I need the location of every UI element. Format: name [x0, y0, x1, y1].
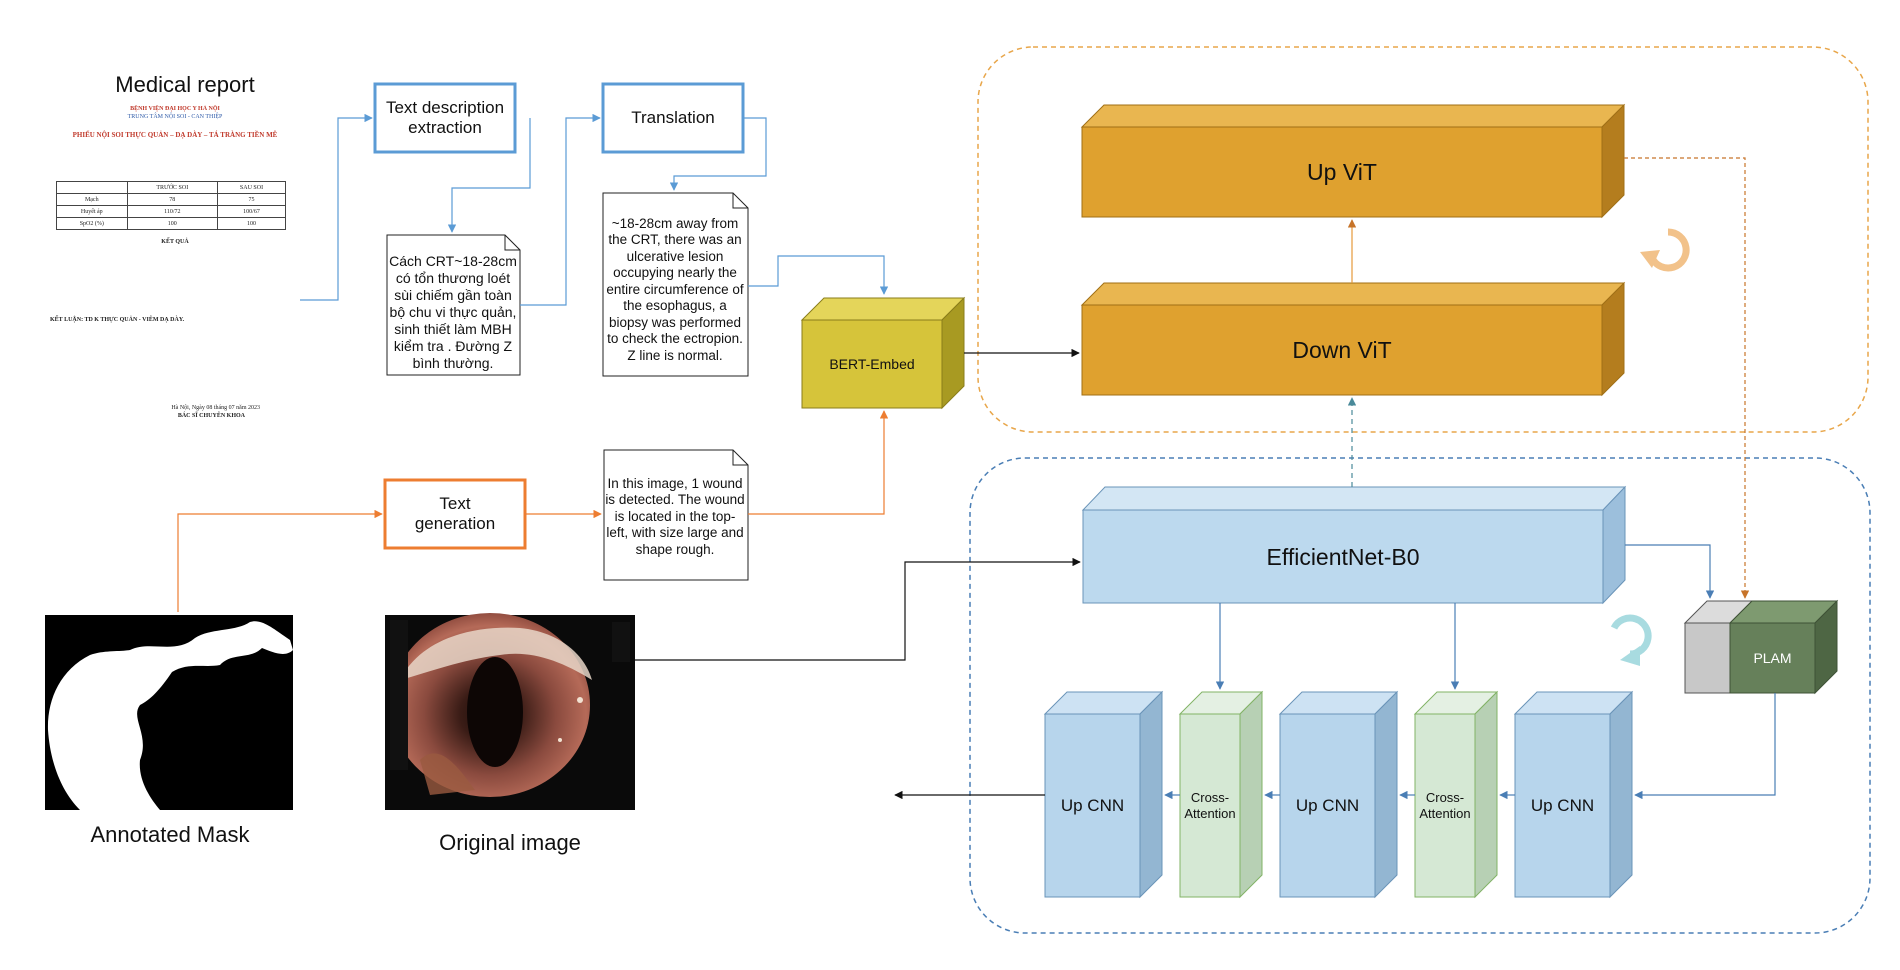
up-cnn-label-3: Up CNN: [1530, 795, 1595, 815]
table-cell: Mạch: [56, 193, 128, 206]
table-cell: SpO2 (%): [56, 217, 128, 230]
up-cnn-cube-3: [1513, 690, 1634, 899]
table-header: SAU SOI: [217, 181, 286, 194]
cross-attention-label-2: Cross-Attention: [1419, 789, 1471, 821]
edge-original-to-efficientnet: [635, 557, 1081, 661]
annotated-mask-caption: Annotated Mask: [90, 822, 250, 847]
report-doc-title: PHIẾU NỘI SOI THỰC QUẢN – DẠ DÀY – TÁ TR…: [72, 131, 278, 139]
vietnamese-note-shape: [386, 234, 521, 376]
cross-attention-label-1: Cross-Attention: [1184, 789, 1236, 821]
cross-attention-cube-2: [1413, 690, 1499, 899]
medical-report-page: [46, 102, 304, 502]
table-cell: 75: [217, 193, 286, 206]
table-cell: 100: [217, 217, 286, 230]
report-date-line: Hà Nội, Ngày 08 tháng 07 năm 2023: [171, 405, 260, 411]
up-cnn-label-1: Up CNN: [1060, 795, 1125, 815]
refresh-orange-icon: [1640, 228, 1690, 272]
plam-cube: [1683, 599, 1839, 695]
plam-label: PLAM: [1753, 650, 1792, 666]
refresh-blue-icon: [1610, 614, 1652, 666]
efficientnet-cube: [1081, 485, 1627, 605]
table-cell: 100: [126, 217, 219, 230]
vietnamese-note-text: Cách CRT~18-28cm có tổn thương loét sùi …: [389, 252, 517, 371]
cnn-group-container: [969, 457, 1871, 934]
up-vit-label: Up ViT: [1307, 159, 1377, 185]
table-header: [56, 181, 128, 194]
edge-english-to-bert: [748, 255, 889, 295]
edge-plam-to-upcnn3: [1634, 693, 1776, 800]
up-cnn-label-2: Up CNN: [1295, 795, 1360, 815]
edge-upvit-to-plam: [1624, 157, 1750, 599]
report-conclusion: KẾT LUẬN: TD K THỰC QUẢN - VIÊM DẠ DÀY.: [50, 317, 185, 323]
table-cell: 110/72: [126, 205, 219, 218]
edge-translation-to-english: [669, 117, 767, 191]
report-hospital: BỆNH VIỆN ĐẠI HỌC Y HÀ NỘI: [130, 106, 220, 112]
table-cell: 100/67: [217, 205, 286, 218]
cross-attention-cube-1: [1178, 690, 1264, 899]
report-center: TRUNG TÂM NỘI SOI - CAN THIỆP: [127, 114, 223, 120]
up-cnn-cube-1: [1043, 690, 1164, 899]
medical-report-title: Medical report: [115, 72, 255, 97]
edge-generated-to-bert: [748, 410, 889, 515]
english-note-text: ~18-28cm away from the CRT, there was an…: [606, 215, 744, 363]
table-cell: 78: [126, 193, 219, 206]
english-note-shape: [602, 192, 749, 377]
report-result-title: KẾT QUẢ: [161, 239, 189, 245]
edge-note-to-translation: [520, 113, 601, 306]
annotated-mask-image: [45, 615, 293, 810]
efficientnet-label: EfficientNet-B0: [1266, 543, 1420, 570]
generated-note-shape: [603, 449, 749, 581]
vit-group-container: [977, 46, 1869, 433]
original-image-caption: Original image: [439, 830, 581, 855]
down-vit-cube: [1080, 281, 1626, 397]
medical-report-document: BỆNH VIỆN ĐẠI HỌC Y HÀ NỘI TRUNG TÂM NỘI…: [50, 105, 300, 500]
translation-box: [601, 82, 745, 154]
bert-embed-cube: [800, 296, 966, 410]
table-cell: Huyết áp: [56, 205, 128, 218]
edge-efficientnet-to-plam: [1625, 544, 1715, 599]
text-generation-label: Text generation: [414, 494, 496, 533]
original-endoscopy-image: [385, 613, 635, 810]
text-extraction-box: [373, 82, 517, 154]
edge-extraction-to-note: [447, 118, 531, 233]
report-signature-title: BÁC SĨ CHUYÊN KHOA: [177, 413, 245, 419]
report-vitals-table: TRƯỚC SOI SAU SOI Mạch 78 75 Huyết áp 11…: [56, 181, 286, 230]
down-vit-label: Down ViT: [1292, 337, 1392, 363]
translation-label: Translation: [631, 108, 715, 127]
up-vit-cube: [1080, 103, 1626, 219]
table-header: TRƯỚC SOI: [126, 181, 219, 194]
generated-note-text: In this image, 1 wound is detected. The …: [605, 475, 745, 557]
edge-mask-to-generation: [177, 509, 383, 612]
up-cnn-cube-2: [1278, 690, 1399, 899]
edge-report-to-extraction: [300, 113, 373, 301]
bert-embed-label: BERT-Embed: [829, 356, 915, 372]
text-extraction-label: Text description extraction: [385, 98, 505, 137]
